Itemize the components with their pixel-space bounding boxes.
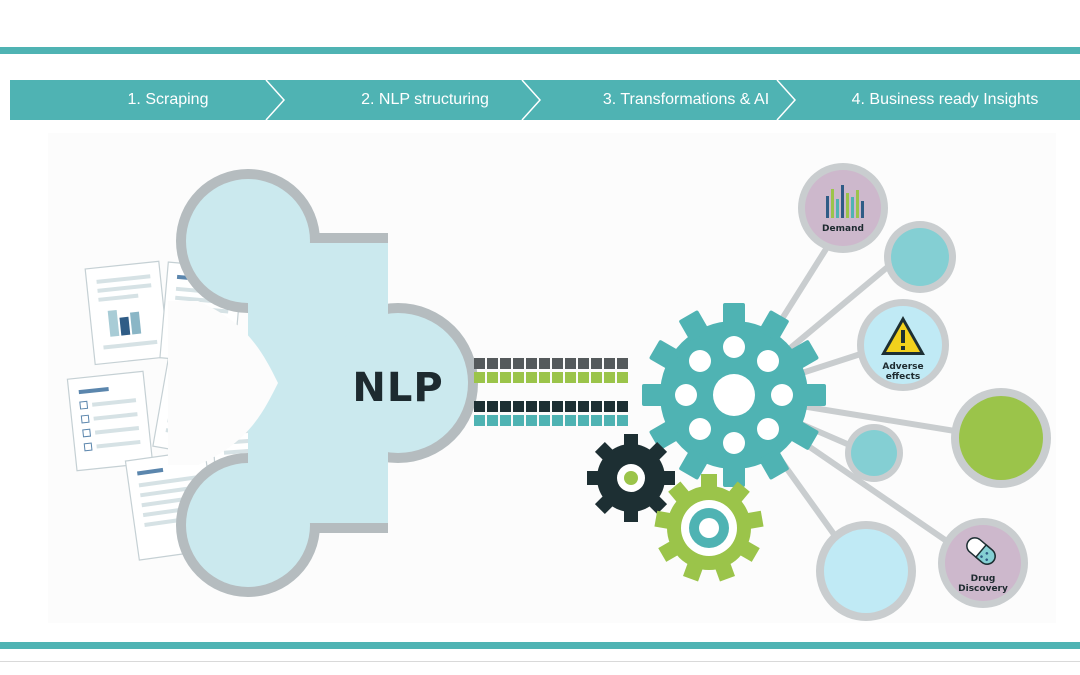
bar-chart-icon [826, 185, 864, 218]
data-stream-bottom-dark [474, 401, 628, 412]
top-accent-rule [0, 47, 1080, 54]
dark-gear-icon [587, 434, 675, 522]
pill-capsule-icon [966, 537, 996, 565]
nlp-funnel-shape [168, 169, 478, 597]
nlp-pipeline-diagram: NLP Demand Adverse effects Drug Discover… [48, 133, 1056, 623]
adverse-effects-label: Adverse effects [882, 362, 924, 382]
demand-label: Demand [822, 224, 864, 234]
bottom-divider [0, 661, 1080, 662]
steps-chevron-background [10, 80, 1080, 120]
chevron-divider-2 [521, 80, 542, 120]
warning-icon [881, 316, 925, 355]
diagram-graphic [48, 133, 1056, 623]
drug-discovery-node [938, 518, 1028, 608]
insight-node-lightblue-large [816, 521, 916, 621]
chevron-divider-1 [265, 80, 286, 120]
step-transformations-ai: 3. Transformations & AI [602, 91, 770, 108]
document-icon-1 [84, 260, 170, 366]
step-business-insights: 4. Business ready Insights [851, 91, 1039, 108]
process-steps-bar: 1. Scraping 2. NLP structuring 3. Transf… [10, 80, 1080, 120]
chevron-divider-3 [776, 80, 797, 120]
insight-node-teal-medium [845, 424, 903, 482]
green-gear-icon [654, 474, 764, 582]
insight-node-teal-small [884, 221, 956, 293]
document-icon-4 [66, 370, 154, 472]
drug-discovery-label: Drug Discovery [958, 574, 1008, 594]
data-stream-bottom-teal [474, 415, 628, 426]
demand-node [798, 163, 888, 253]
step-scraping: 1. Scraping [127, 91, 209, 108]
insight-node-green-large [951, 388, 1051, 488]
adverse-effects-node [857, 299, 949, 391]
data-stream-top-green [474, 372, 628, 383]
nlp-hub-label: NLP [352, 365, 444, 411]
step-nlp-structuring: 2. NLP structuring [361, 91, 489, 108]
bottom-accent-rule [0, 642, 1080, 649]
data-stream-top-dark [474, 358, 628, 369]
